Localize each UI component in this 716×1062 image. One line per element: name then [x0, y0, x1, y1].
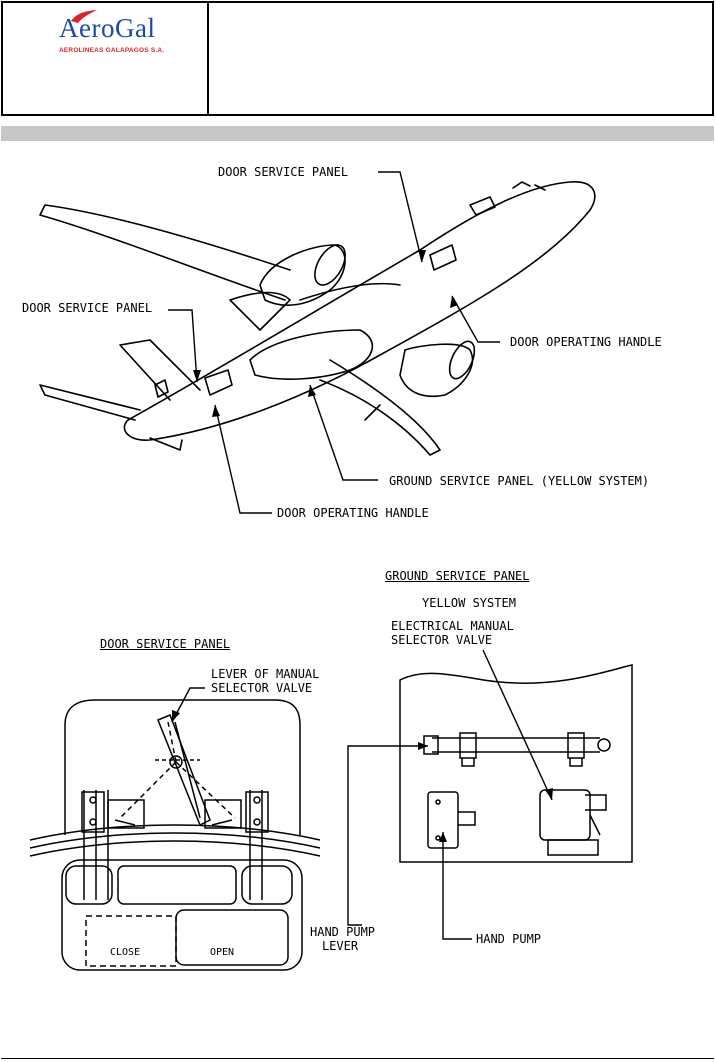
selector-lever	[157, 714, 211, 827]
label-hand-pump-lever-1: HAND PUMP	[310, 925, 376, 939]
right-engine	[399, 343, 474, 397]
left-engine	[259, 244, 346, 306]
ground-panel-outline	[399, 664, 633, 863]
company-logo: AeroGal	[59, 13, 156, 43]
aircraft-service-diagram	[29, 171, 633, 971]
selector-valve-body	[539, 789, 591, 841]
label-electrical-manual-1: ELECTRICAL MANUAL	[391, 619, 514, 633]
label-open-placard: OPEN	[210, 947, 235, 958]
left-wing	[39, 204, 291, 301]
label-door-service-panel-title: DOOR SERVICE PANEL	[100, 637, 231, 651]
label-ground-service-panel-title: GROUND SERVICE PANEL	[385, 569, 530, 583]
label-door-operating-handle-right: DOOR OPERATING HANDLE	[510, 335, 662, 349]
label-hand-pump-lever-2: LEVER	[321, 939, 359, 953]
label-close-placard: CLOSE	[110, 947, 141, 958]
label-door-operating-handle-bottom: DOOR OPERATING HANDLE	[277, 506, 429, 520]
bird-logo-icon	[71, 10, 97, 23]
section-band	[1, 126, 714, 141]
label-lever-manual-2: SELECTOR VALVE	[211, 681, 313, 695]
company-subtitle: AEROLINEAS GALAPAGOS S.A.	[59, 47, 165, 54]
label-electrical-manual-2: SELECTOR VALVE	[391, 633, 493, 647]
horizontal-stabilizer	[39, 384, 141, 421]
right-wing	[319, 359, 441, 456]
door-panel-outline	[64, 699, 301, 835]
label-hand-pump: HAND PUMP	[476, 932, 542, 946]
label-door-service-panel-top: DOOR SERVICE PANEL	[218, 165, 349, 179]
document-header: AeroGal AEROLINEAS GALAPAGOS S.A.	[1, 1, 714, 116]
label-door-service-panel-left: DOOR SERVICE PANEL	[22, 301, 153, 315]
logo-cell: AeroGal AEROLINEAS GALAPAGOS S.A.	[3, 3, 209, 114]
label-yellow-system: YELLOW SYSTEM	[422, 596, 516, 610]
tail-fin	[119, 339, 201, 401]
label-ground-service-panel-yellow: GROUND SERVICE PANEL (YELLOW SYSTEM)	[389, 474, 650, 488]
footer-rule	[1, 1058, 714, 1059]
label-lever-manual-1: LEVER OF MANUAL	[211, 667, 320, 681]
fuselage	[123, 181, 596, 441]
